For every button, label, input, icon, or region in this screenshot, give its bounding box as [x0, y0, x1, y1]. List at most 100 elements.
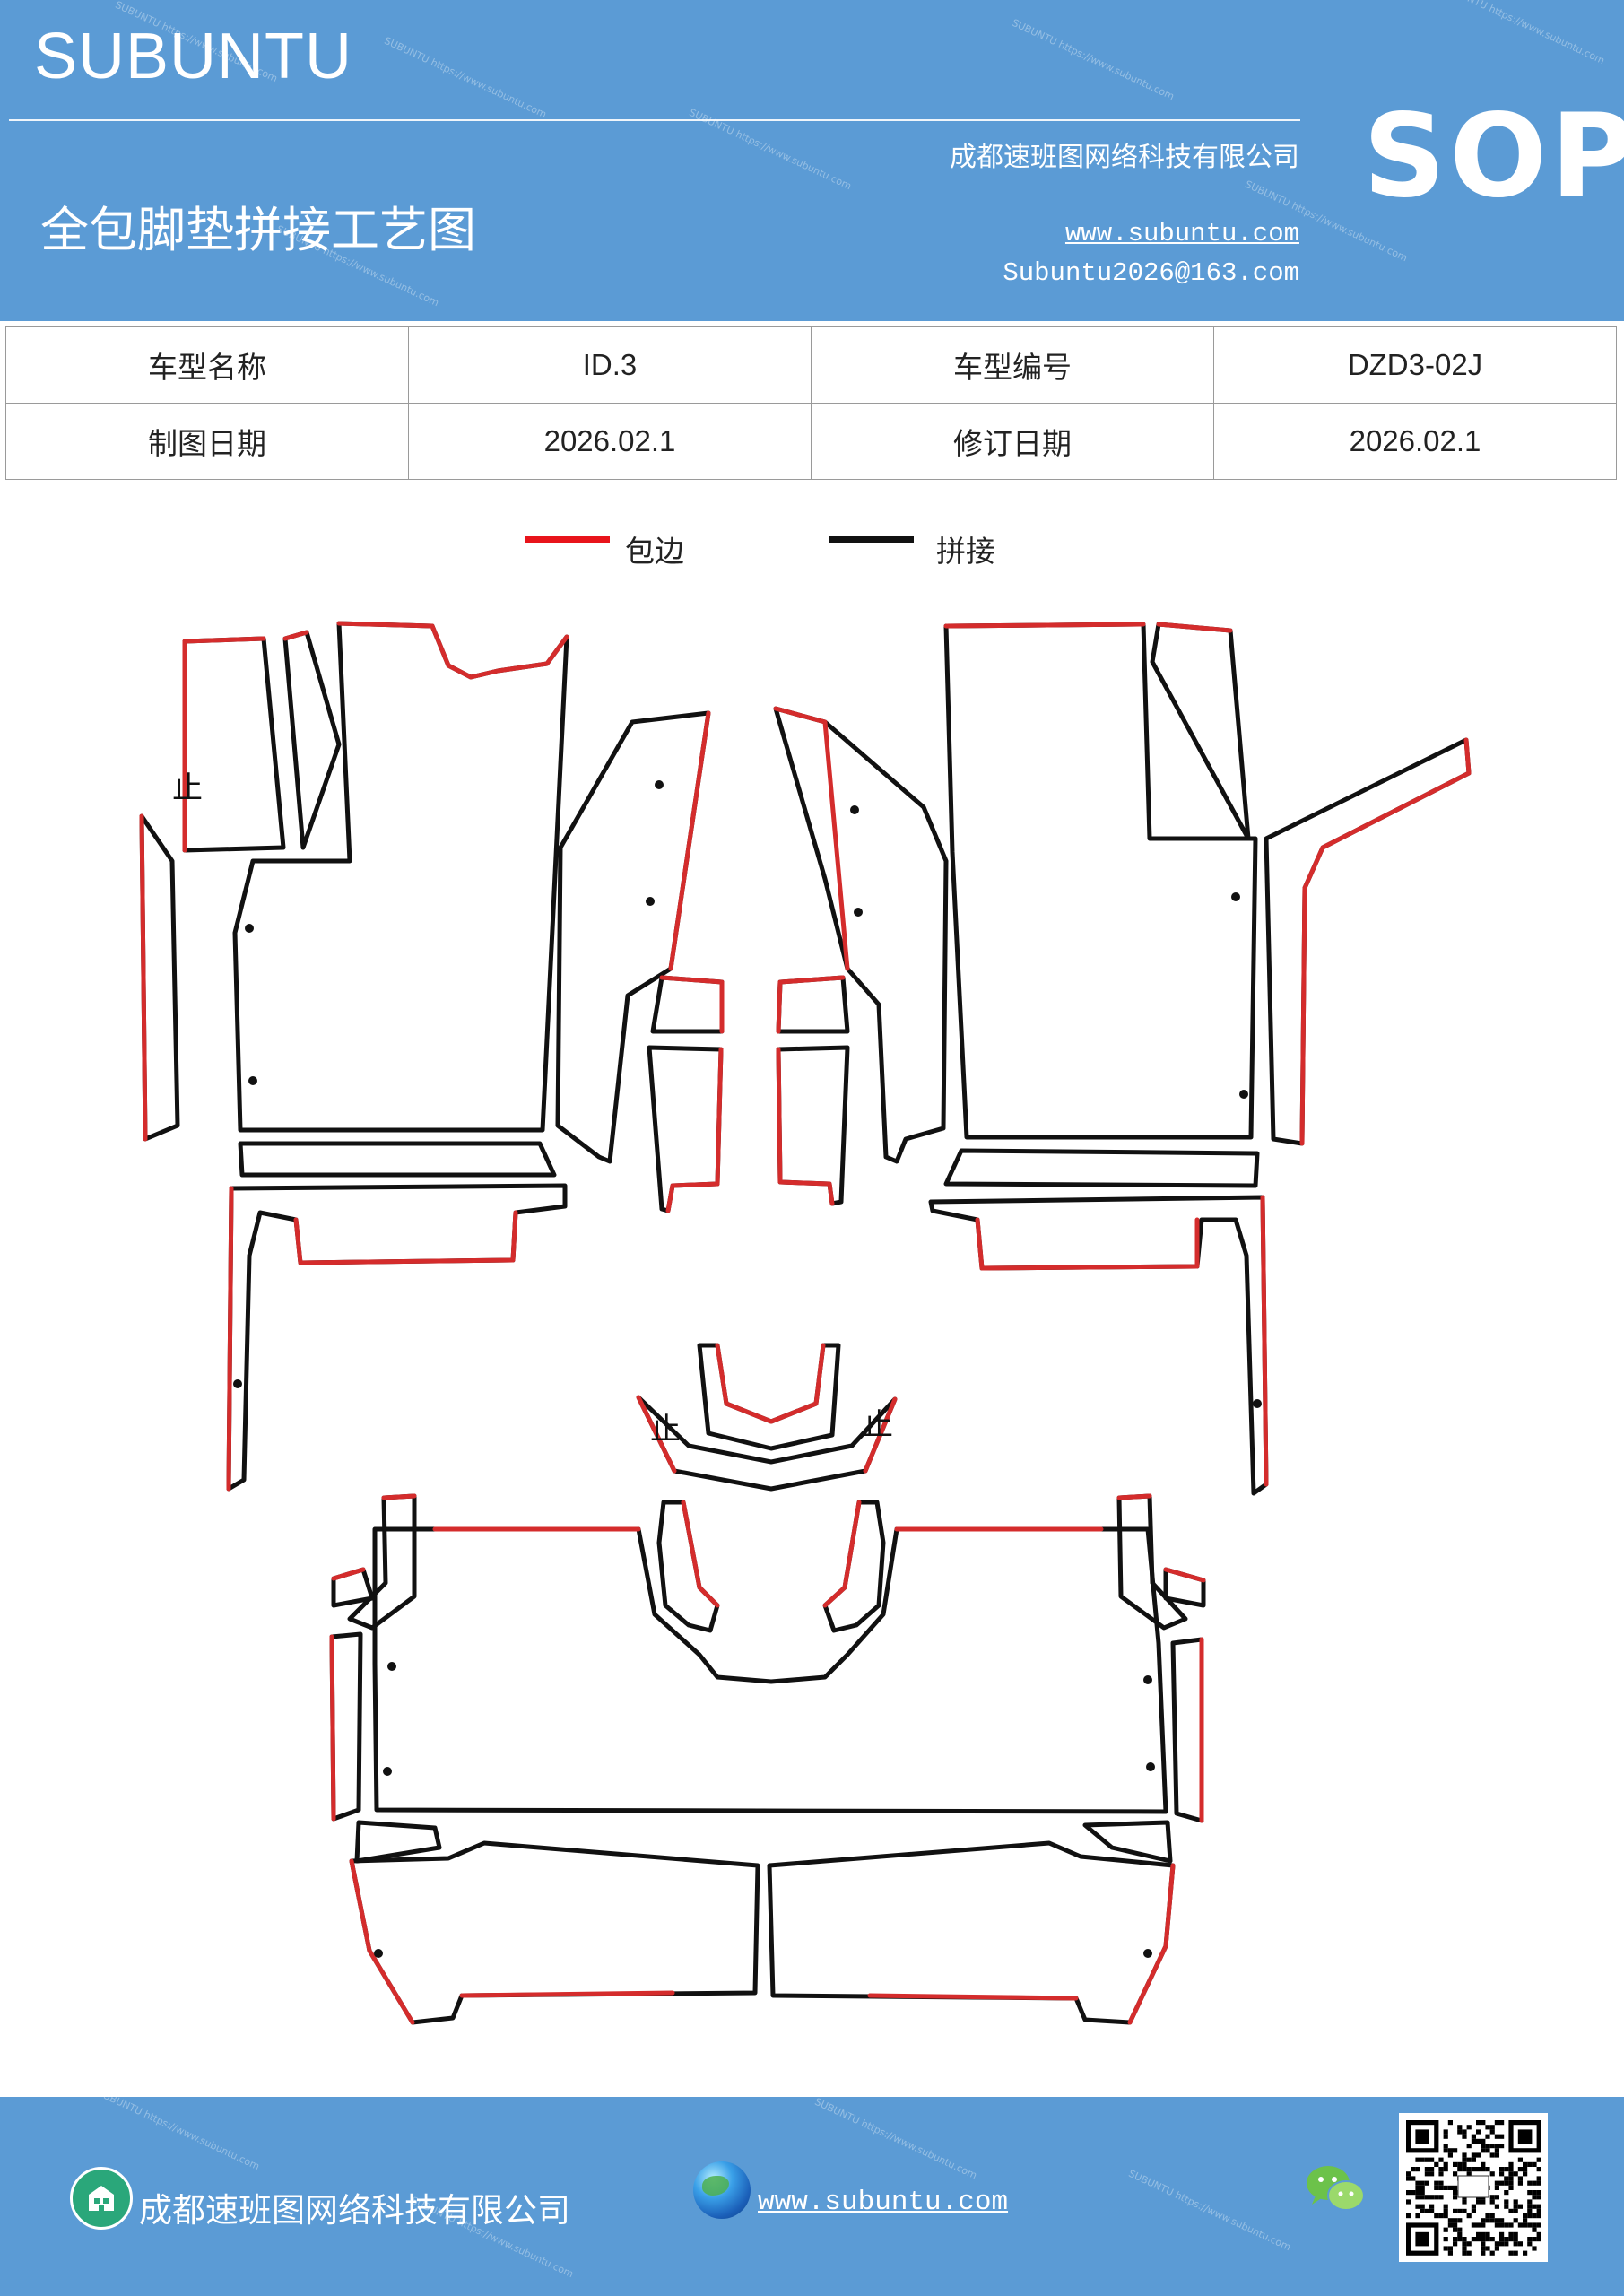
mounting-holes: [233, 780, 1262, 1958]
mounting-hole: [387, 1662, 396, 1671]
company-name: 成都速班图网络科技有限公司: [950, 142, 1299, 173]
mounting-hole: [248, 1076, 257, 1085]
page-title: 全包脚垫拼接工艺图: [40, 202, 476, 258]
mat-piece: [238, 1141, 557, 1178]
mat-piece: [372, 1526, 1168, 1814]
mat-piece-edge: [943, 622, 1146, 629]
company-icon: [70, 2167, 133, 2230]
mat-piece: [1116, 1493, 1188, 1631]
stop-mark: 止: [172, 770, 203, 806]
mat-piece: [182, 636, 286, 853]
floor-mat-diagram: 止 止 止: [139, 621, 1472, 2025]
legend: 包边 拼接: [0, 522, 1624, 576]
mat-piece-edge: [668, 710, 711, 971]
mounting-hole: [655, 780, 664, 789]
mat-piece: [1170, 1637, 1204, 1823]
mat-piece-edge: [282, 630, 309, 641]
mat-piece-edge: [975, 1195, 1269, 1487]
model-code-value: DZD3-02J: [1213, 326, 1617, 404]
stop-mark: 止: [650, 1412, 681, 1448]
mat-piece: [282, 630, 342, 850]
legend-label-edge: 包边: [625, 534, 684, 569]
mat-piece-edge: [1299, 737, 1472, 1146]
mat-piece-edge: [773, 706, 850, 971]
mat-piece: [1150, 622, 1251, 841]
mat-piece-edge: [336, 621, 569, 680]
mat-piece: [1264, 737, 1472, 1146]
mat-piece: [776, 975, 850, 1034]
header-divider: [9, 119, 1300, 121]
mat-piece-edge: [139, 813, 148, 1142]
mat-piece-edge: [867, 1863, 1176, 2025]
mounting-hole: [1253, 1399, 1262, 1408]
mat-piece: [139, 813, 180, 1142]
mounting-hole: [854, 908, 863, 917]
watermark: SUBUNTU https://www.subuntu.com: [95, 2097, 262, 2173]
website-link[interactable]: www.subuntu.com: [1064, 219, 1299, 248]
footer-banner: SUBUNTU https://www.subuntu.com SUBUNTU …: [0, 2097, 1624, 2296]
mounting-hole: [1146, 1762, 1155, 1771]
mat-piece-edge: [349, 1858, 675, 2025]
legend-swatch-edge: [525, 536, 610, 543]
mat-piece-edge: [822, 1500, 862, 1608]
mat-piece-edge: [665, 1047, 724, 1213]
mat-piece-edge: [329, 1634, 336, 1822]
watermark: SUBUNTU https://www.subuntu.com: [382, 34, 549, 121]
mounting-hole: [1231, 892, 1240, 901]
mounting-hole: [374, 1949, 383, 1958]
watermark: SUBUNTU https://www.subuntu.com: [1440, 0, 1607, 67]
header-banner: SUBUNTU https://www.subuntu.com SUBUNTU …: [0, 0, 1624, 321]
mat-piece-edge: [331, 1567, 366, 1581]
model-name-label: 车型名称: [5, 326, 409, 404]
mat-piece: [354, 1820, 442, 1864]
watermark: SUBUNTU https://www.subuntu.com: [1010, 16, 1177, 103]
watermark: SUBUNTU https://www.subuntu.com: [1126, 2167, 1293, 2254]
mounting-hole: [1143, 1949, 1152, 1958]
mounting-hole: [245, 924, 254, 933]
mat-piece-edge: [1163, 1567, 1206, 1583]
footer-website-link[interactable]: www.subuntu.com: [758, 2187, 1009, 2218]
model-name-value: ID.3: [408, 326, 812, 404]
stop-mark: 止: [863, 1407, 893, 1443]
footer-company-name: 成都速班图网络科技有限公司: [139, 2191, 570, 2230]
mat-piece-edge: [776, 975, 846, 1034]
globe-icon: [693, 2161, 751, 2219]
mat-piece-edge: [715, 1343, 826, 1424]
vehicle-info-table: 车型名称 ID.3 车型编号 DZD3-02J 制图日期 2026.02.1 修…: [5, 326, 1617, 480]
mounting-hole: [850, 805, 859, 814]
mat-piece-edge: [681, 1500, 720, 1608]
mounting-hole: [1239, 1090, 1248, 1099]
mounting-hole: [233, 1379, 242, 1388]
mat-piece: [347, 1493, 417, 1631]
mat-piece: [943, 1148, 1260, 1188]
mat-piece-edge: [381, 1493, 417, 1500]
mat-piece-edge: [182, 636, 266, 853]
mat-piece-edge: [659, 975, 725, 1034]
table-row: 制图日期 2026.02.1 修订日期 2026.02.1: [5, 403, 1617, 480]
revision-date-value: 2026.02.1: [1213, 403, 1617, 480]
mat-piece: [650, 975, 725, 1034]
mat-piece: [555, 710, 711, 1164]
watermark: SUBUNTU https://www.subuntu.com: [812, 2097, 979, 2182]
legend-label-seam: 拼接: [936, 534, 995, 569]
legend-swatch-seam: [829, 536, 914, 543]
mat-piece: [943, 622, 1258, 1140]
brand-logo-text: SUBUNTU: [34, 21, 353, 92]
mat-piece-edge: [636, 1395, 898, 1474]
mat-piece: [773, 706, 949, 1164]
mounting-hole: [383, 1767, 392, 1776]
mat-piece-edge: [1116, 1493, 1152, 1500]
mat-piece-edge: [776, 1047, 835, 1206]
mounting-hole: [1143, 1675, 1152, 1684]
contact-email[interactable]: Subuntu2026@163.com: [1003, 258, 1299, 288]
draw-date-label: 制图日期: [5, 403, 409, 480]
qr-code: [1399, 2113, 1548, 2262]
mat-piece: [232, 621, 569, 1133]
mat-piece-edge: [226, 1186, 518, 1492]
table-row: 车型名称 ID.3 车型编号 DZD3-02J: [5, 326, 1617, 404]
draw-date-value: 2026.02.1: [408, 403, 812, 480]
wechat-icon: [1307, 2166, 1365, 2211]
mat-piece-edge: [1156, 622, 1233, 633]
revision-date-label: 修订日期: [811, 403, 1214, 480]
mat-piece: [1082, 1820, 1173, 1864]
